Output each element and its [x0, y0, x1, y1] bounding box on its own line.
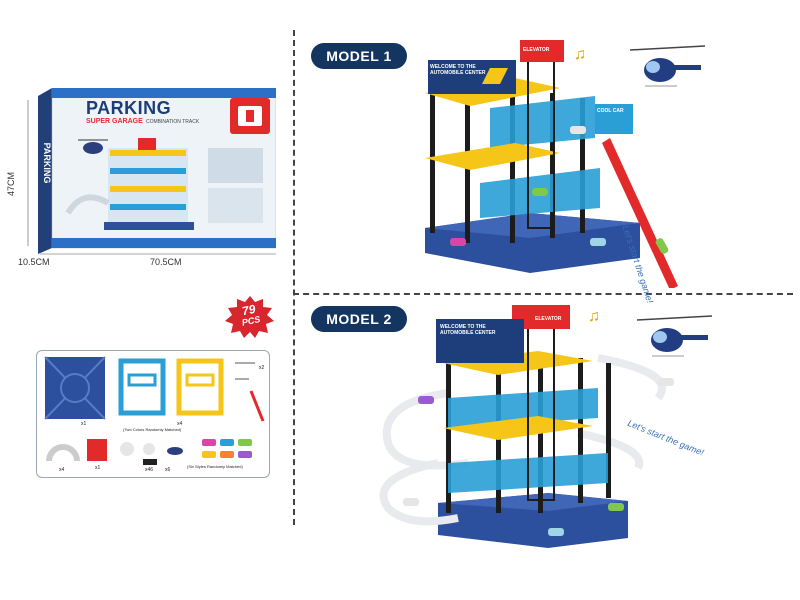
track-qty: x4	[59, 467, 65, 473]
model-1-elevator-sign: ELEVATOR	[523, 47, 550, 53]
model-2-welcome-sign: WELCOME TO THE AUTOMOBILE CENTER	[440, 324, 496, 336]
helicopter-icon-2	[636, 315, 713, 357]
box-side-title: PARKING	[42, 142, 52, 184]
model-1-label: MODEL 1	[311, 43, 407, 69]
music-note-icon: ♫	[574, 46, 586, 63]
frame-qty: x4	[177, 421, 183, 427]
rod-qty: x2	[259, 365, 265, 371]
model-2-label: MODEL 2	[311, 306, 407, 332]
car-qty: x6	[165, 467, 171, 473]
box-subtitle: SUPER GARAGE	[86, 118, 143, 125]
model-2-elevator-sign: ELEVATOR	[535, 316, 562, 322]
music-note-icon-2: ♫	[588, 308, 600, 325]
box-depth-dimension: 10.5CM	[18, 257, 50, 267]
base-qty: x1	[81, 421, 87, 427]
box-title: PARKING	[86, 98, 172, 118]
horizontal-divider	[293, 293, 793, 295]
model-1-welcome-sign: WELCOME TO THE AUTOMOBILE CENTER	[430, 64, 486, 76]
box-tagline: COMBINATION TRACK	[146, 119, 200, 125]
elevator-qty: x1	[95, 465, 101, 471]
parts-list-panel: x1 x4 x2 (Two Colors Randomly Matched) (…	[36, 350, 270, 478]
vertical-divider	[293, 30, 295, 525]
styles-note: (Six Styles Randomly Matched)	[187, 464, 243, 469]
colors-note: (Two Colors Randomly Matched)	[123, 427, 182, 432]
product-box: PARKING SUPER GARAGE COMBINATION TRACK P…	[38, 87, 277, 254]
box-dimension-lines	[27, 100, 276, 255]
screw-qty: x46	[145, 467, 154, 473]
box-width-dimension: 70.5CM	[150, 257, 182, 267]
model-1-garage	[425, 40, 678, 288]
model-2-garage	[379, 305, 674, 548]
helicopter-icon	[629, 45, 706, 87]
pieces-badge: 79 PCS	[225, 296, 275, 338]
model-1-cool-car-sign: COOL CAR	[597, 108, 624, 114]
